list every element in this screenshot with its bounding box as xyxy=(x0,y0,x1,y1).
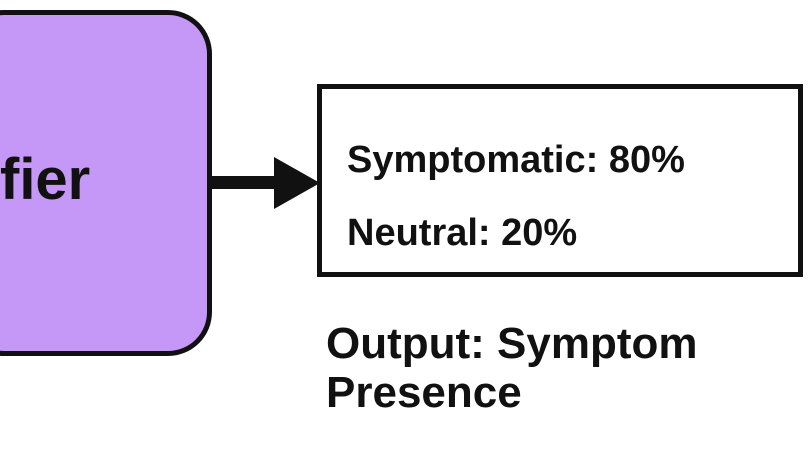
output-caption: Output: Symptom Presence xyxy=(326,319,698,418)
output-line-neutral: Neutral: 20% xyxy=(347,212,578,254)
output-line-symptomatic: Symptomatic: 80% xyxy=(347,139,685,181)
right-arrow-icon xyxy=(210,157,320,209)
classifier-node xyxy=(0,10,212,356)
classifier-label: fier xyxy=(0,147,91,212)
arrow-head xyxy=(274,157,320,209)
output-box: Symptomatic: 80% Neutral: 20% xyxy=(317,84,803,277)
arrow-shaft xyxy=(210,176,282,189)
